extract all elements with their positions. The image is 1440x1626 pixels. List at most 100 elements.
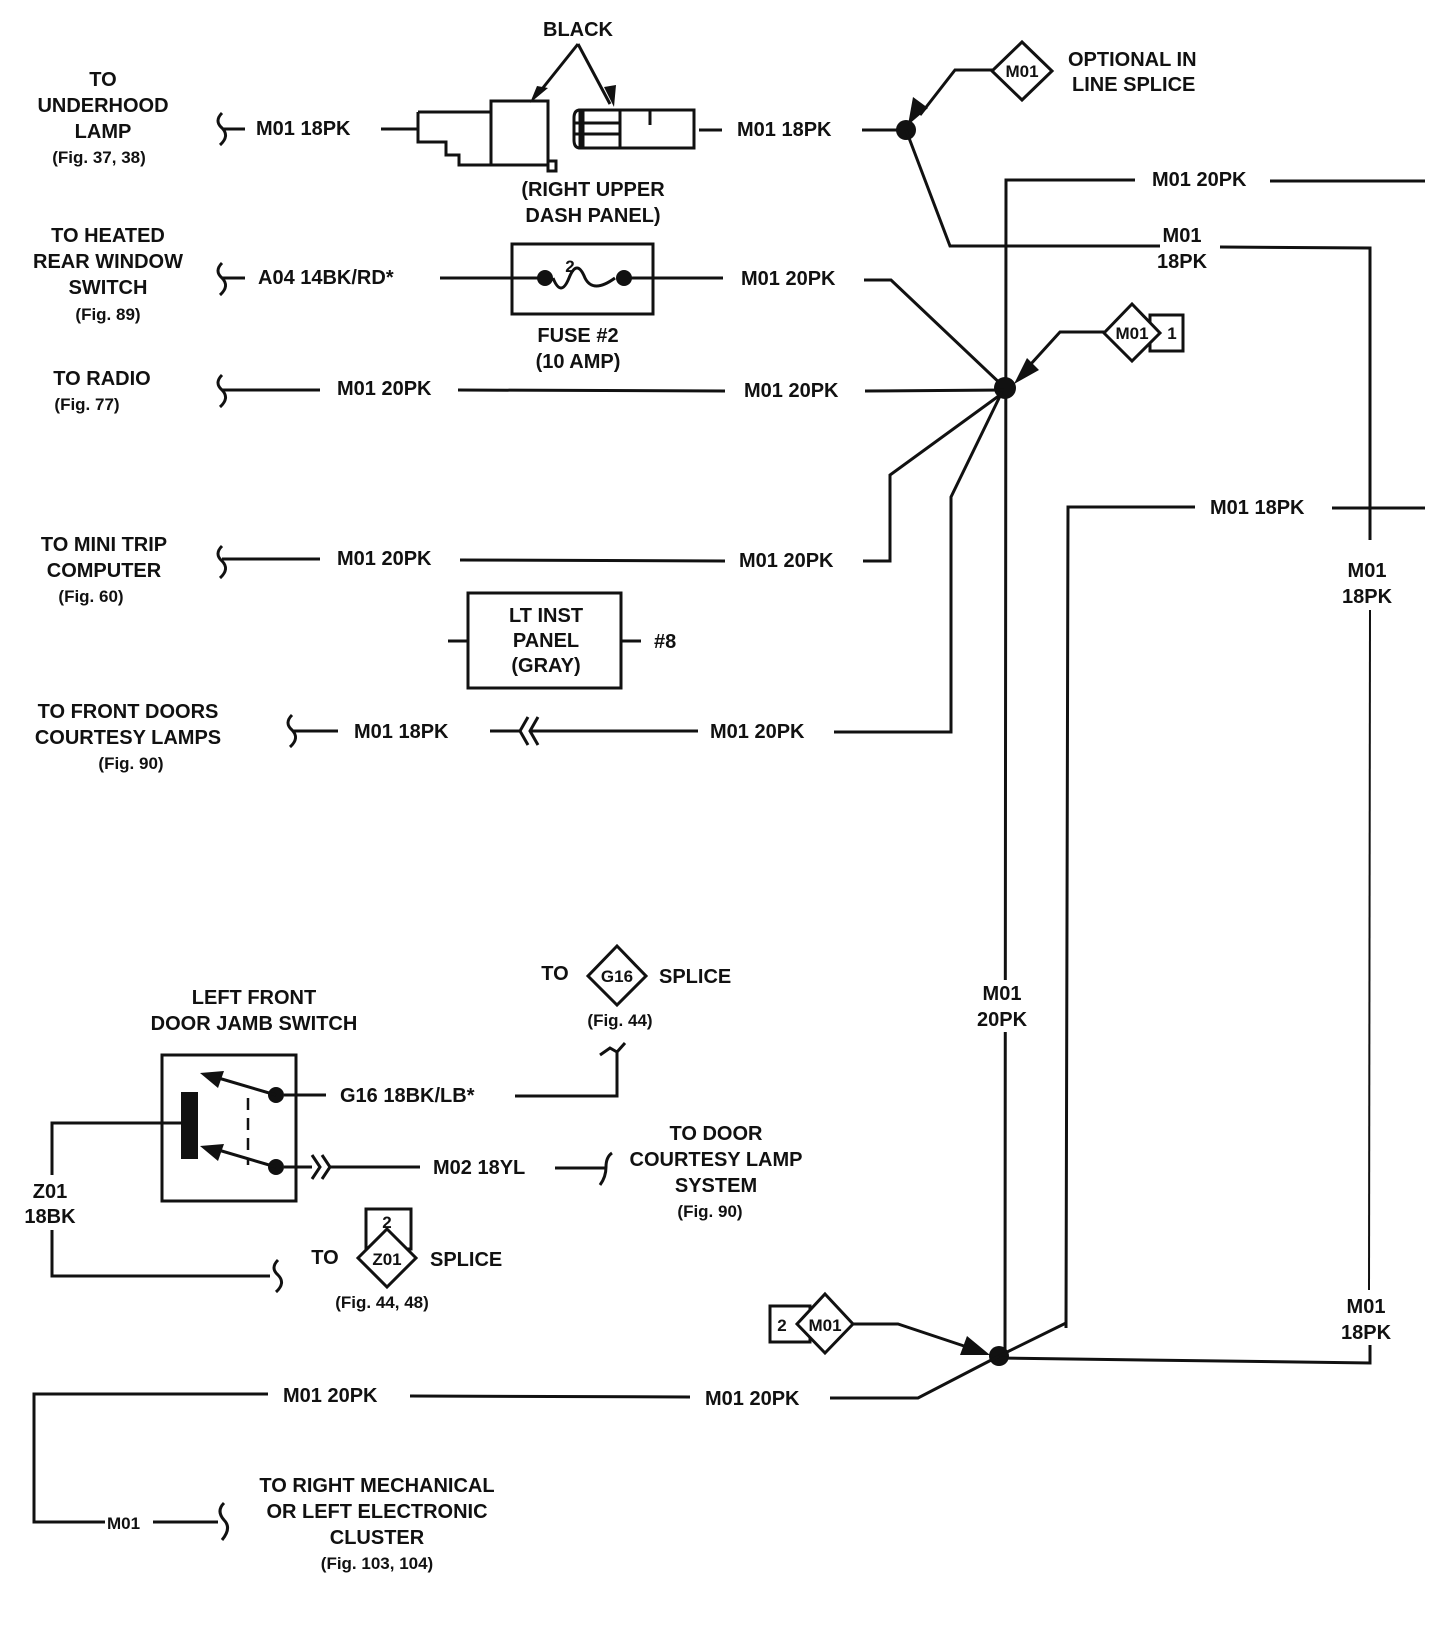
radio-right-wire-label: M01 20PK [744,380,839,402]
arrow-icon [604,85,616,107]
optional-splice-label-1: OPTIONAL IN [1068,49,1197,71]
z01-suffix: SPLICE [430,1249,502,1271]
fuse-element-icon [551,266,616,290]
heated-label-1: TO HEATED [51,225,165,247]
wire-segment [830,1354,1000,1400]
underhood-wire-label: M01 18PK [256,118,351,140]
door-courtesy-label-1: TO DOOR [670,1123,764,1145]
fuse-number: 2 [565,257,574,276]
right-vertical-label-1: M01 [1348,560,1387,582]
front-doors-wire-label: M01 18PK [354,721,449,743]
heated-label-2: REAR WINDOW [33,251,183,273]
wire-segment [998,1321,1067,1358]
inst-panel-pin: #8 [654,631,676,653]
ground-wire-label-1: Z01 [33,1181,67,1203]
wire-segment [998,1345,1372,1365]
wire-segment [1368,609,1371,1291]
splice-2-tag: 2 [777,1316,786,1335]
wire-break-icon [272,1258,283,1294]
cluster-fig: (Fig. 103, 104) [321,1554,433,1573]
g16-suffix: SPLICE [659,966,731,988]
splice-2-symbol[interactable]: 2 M01 [768,1291,856,1356]
underhood-lamp-destination: TO UNDERHOOD LAMP (Fig. 37, 38) [37,69,168,167]
g16-splice-symbol[interactable]: G16 [585,943,649,1008]
heated-label-3: SWITCH [69,277,148,299]
underhood-label-3: LAMP [75,121,132,143]
inst-panel-label-2: PANEL [513,630,579,652]
wire-break-icon [598,1151,613,1186]
wire-segment [32,1392,268,1524]
splice-1-tag: 1 [1167,324,1176,343]
z01-splice-symbol[interactable]: 2 Z01 [355,1207,419,1290]
door-switch-label-1: LEFT FRONT [192,987,316,1009]
mini-trip-right-wire-label: M01 20PK [739,550,834,572]
wire-segment [863,393,1001,563]
black-connector[interactable] [416,99,696,173]
door-courtesy-label-3: SYSTEM [675,1175,757,1197]
front-doors-fig: (Fig. 90) [98,754,163,773]
mini-trip-wire-label: M01 20PK [337,548,432,570]
splice-1-id: M01 [1115,324,1148,343]
z01-fig: (Fig. 44, 48) [335,1293,429,1312]
fuse-rating: (10 AMP) [536,351,621,373]
connector-location-1: (RIGHT UPPER [521,179,665,201]
g16-wire-label: G16 18BK/LB* [340,1085,475,1107]
wire-segment [457,388,726,393]
z01-prefix: TO [311,1247,338,1269]
connector-right-wire-label: M01 18PK [737,119,832,141]
right-18pk-label-1: M01 [1163,225,1202,247]
fuse-right-wire-label: M01 20PK [741,268,836,290]
lt-inst-panel-connector[interactable]: LT INST PANEL (GRAY) [466,591,623,690]
heated-fig: (Fig. 89) [75,305,140,324]
z01-splice-tag: 2 [382,1213,391,1232]
bottom-mid-20pk-label: M01 20PK [705,1388,800,1410]
underhood-label-2: UNDERHOOD [37,95,168,117]
door-courtesy-label-2: COURTESY LAMP [630,1149,803,1171]
arrow-icon [1014,358,1039,384]
wire-break-icon [599,1042,627,1057]
g16-prefix: TO [541,963,568,985]
arrow-icon [960,1336,990,1355]
door-jamb-switch[interactable] [160,1053,298,1203]
mini-trip-label-1: TO MINI TRIP [41,534,167,556]
underhood-label-1: TO [89,69,116,91]
ground-wire [50,1230,270,1278]
splice-2-id: M01 [808,1316,841,1335]
mid-right-18pk-label: M01 18PK [1210,497,1305,519]
connector-chevron-icon [310,1154,332,1180]
cluster-label-2: OR LEFT ELECTRONIC [266,1501,487,1523]
wire-segment [515,1050,619,1098]
ground-wire [50,1121,181,1175]
heated-rear-window-destination: TO HEATED REAR WINDOW SWITCH (Fig. 89) [33,225,183,324]
front-doors-label-1: TO FRONT DOORS [38,701,219,723]
splice-node-1 [994,377,1016,399]
inst-panel-label-1: LT INST [509,605,583,627]
arrow-icon [908,97,928,125]
wire-segment [864,278,1007,390]
connector-location-2: DASH PANEL) [525,205,660,227]
ground-wire-label-2: 18BK [24,1206,76,1228]
cluster-wire-label: M01 [107,1514,140,1533]
door-switch-label-2: DOOR JAMB SWITCH [151,1013,358,1035]
wire-segment [459,558,726,563]
wire-break-icon [218,1501,229,1541]
splice-1-symbol[interactable]: M01 1 [1101,301,1185,364]
right-18pk-label-2: 18PK [1157,251,1208,273]
radio-wire-label: M01 20PK [337,378,432,400]
front-doors-right-wire-label: M01 20PK [710,721,805,743]
wire-segment [834,391,1004,734]
optional-splice-symbol[interactable]: M01 [989,39,1055,103]
door-courtesy-fig: (Fig. 90) [677,1202,742,1221]
fuse-label: FUSE #2 [537,325,618,347]
underhood-fig: (Fig. 37, 38) [52,148,146,167]
splice-leader [1018,330,1104,378]
wire-break-icon [216,544,227,580]
g16-fig: (Fig. 44) [587,1011,652,1030]
z01-splice-id: Z01 [372,1250,401,1269]
bottom-right-18pk-label-2: 18PK [1341,1322,1392,1344]
connector-color-label: BLACK [543,19,614,41]
arrow-icon [530,86,548,103]
mini-trip-fig: (Fig. 60) [58,587,123,606]
splice-leader [853,1322,971,1350]
